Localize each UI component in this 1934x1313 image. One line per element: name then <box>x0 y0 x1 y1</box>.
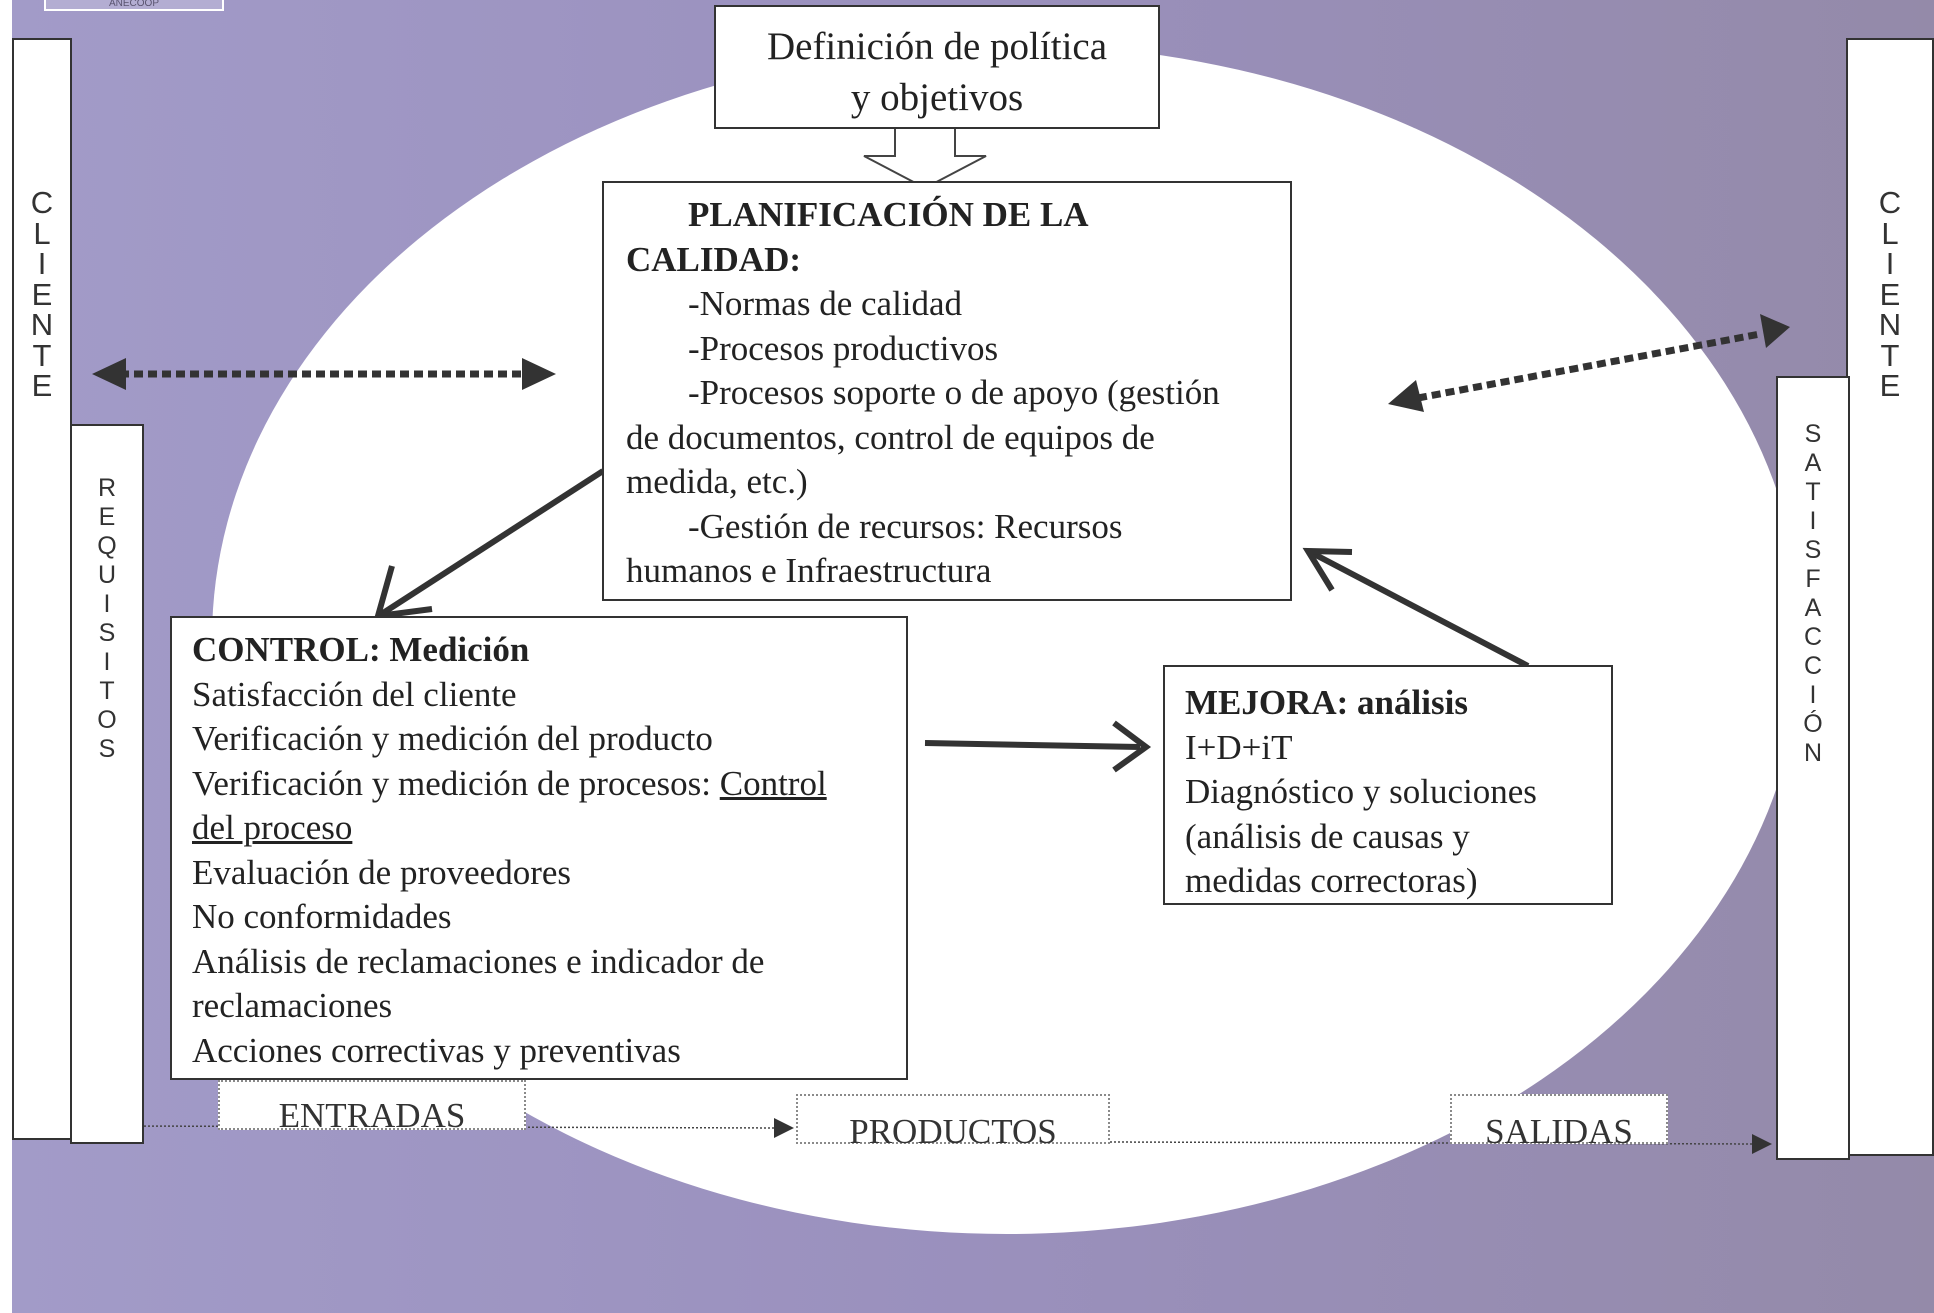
planning-item-resource-management: -Gestión de recursos: Recursos <box>688 506 1123 546</box>
client-letter: L <box>33 215 51 251</box>
requirements-letter: T <box>99 677 115 705</box>
requirements-letter: E <box>98 503 116 531</box>
requirements-arrowhead-left <box>92 358 126 390</box>
requirements-letter: S <box>98 735 116 763</box>
client-letter: I <box>37 246 47 281</box>
outputs-label: SALIDAS <box>1450 1094 1668 1151</box>
requirements-letter: I <box>103 590 111 618</box>
policy-line-2: y objetivos <box>850 76 1024 119</box>
control-item-process-verification: Verificación y medición de procesos: Con… <box>192 763 827 803</box>
control-to-improvement-arrow <box>924 740 1141 750</box>
satisfaction-letter: A <box>1804 594 1822 622</box>
control-item-customer-satisfaction: Satisfacción del cliente <box>192 674 517 714</box>
company-logo: ANECOOP <box>44 0 224 11</box>
client-letter: N <box>30 307 54 342</box>
satisfaction-letter: A <box>1804 449 1822 477</box>
requirements-arrowhead-right <box>522 358 556 390</box>
client-letter: C <box>30 185 54 220</box>
requirements-letter: Q <box>97 532 117 560</box>
requirements-letter: U <box>97 561 117 589</box>
requirements-letter: I <box>103 648 111 676</box>
improvement-title: MEJORA: análisis <box>1185 683 1468 722</box>
policy-line-1: Definición de política <box>766 25 1108 68</box>
satisfaction-letter: S <box>1804 536 1822 564</box>
quality-planning-box: PLANIFICACIÓN DE LA CALIDAD: -Normas de … <box>602 181 1292 601</box>
planning-item-support-processes: -Procesos soporte o de apoyo (gestión <box>688 373 1220 412</box>
satisfaction-letter: C <box>1803 623 1823 651</box>
control-item-corrective-actions: Acciones correctivas y preventivas <box>192 1030 681 1070</box>
satisfaction-arrowhead-right <box>1760 314 1790 348</box>
control-to-improvement-arrowhead <box>1112 720 1152 773</box>
improvement-analysis-box: MEJORA: análisis I+D+iT Diagnóstico y so… <box>1163 665 1613 905</box>
planning-item-support-processes-cont-2: medida, etc.) <box>626 462 808 501</box>
flow-arrowhead-outputs <box>1752 1134 1772 1154</box>
satisfaction-letter: Ó <box>1803 710 1823 738</box>
planning-item-resource-management-cont: humanos e Infraestructura <box>626 551 992 590</box>
satisfaction-arrowhead-left <box>1388 380 1424 412</box>
planning-title-line-2: CALIDAD: <box>626 239 801 279</box>
improvement-to-planning-arrow <box>1310 550 1530 669</box>
satisfaction-letter: C <box>1803 652 1823 680</box>
improvement-item-diagnosis: Diagnóstico y soluciones <box>1185 772 1537 811</box>
satisfaction-letter: I <box>1809 507 1817 535</box>
client-letter: E <box>1879 276 1901 312</box>
improvement-item-rdi: I+D+iT <box>1185 727 1293 767</box>
client-letter: T <box>32 337 52 373</box>
client-letter: T <box>1880 337 1900 373</box>
requirements-letter: S <box>98 619 116 647</box>
client-letter: L <box>1881 215 1899 251</box>
requirements-letter: R <box>97 474 117 502</box>
satisfaction-letter: T <box>1805 478 1821 506</box>
satisfaction-letter: I <box>1809 681 1817 709</box>
control-item-claims-analysis-cont: reclamaciones <box>192 986 393 1025</box>
satisfaction-letter: S <box>1804 420 1822 448</box>
planning-title-line-1: PLANIFICACIÓN DE LA <box>688 195 1089 234</box>
control-item-supplier-evaluation: Evaluación de proveedores <box>192 852 572 892</box>
planning-item-quality-standards: -Normas de calidad <box>688 284 963 323</box>
satisfaction-letter: F <box>1805 565 1821 593</box>
client-letter: N <box>1878 307 1902 342</box>
planning-to-control-arrow <box>378 468 605 618</box>
improvement-item-cause-analysis-cont: medidas correctoras) <box>1185 861 1478 900</box>
satisfaction-dotted-arrow <box>1417 330 1761 402</box>
flow-arrowhead-products <box>774 1118 794 1138</box>
client-letter: E <box>1879 368 1901 403</box>
improvement-item-cause-analysis: (análisis de causas y <box>1185 816 1470 856</box>
improvement-to-planning-arrowhead <box>1302 547 1353 592</box>
client-letter: E <box>31 276 53 312</box>
control-item-product-verification: Verificación y medición del producto <box>192 719 713 758</box>
client-letter: C <box>1878 185 1902 220</box>
control-item-claims-analysis: Análisis de reclamaciones e indicador de <box>192 941 765 981</box>
satisfaction-letter: N <box>1803 739 1823 767</box>
control-title: CONTROL: Medición <box>192 630 530 669</box>
control-item-nonconformities: No conformidades <box>192 897 452 936</box>
policy-objectives-box: Definición de política y objetivos <box>714 5 1160 129</box>
control-item-process-verification-cont: del proceso <box>192 808 353 847</box>
products-label: PRODUCTOS <box>796 1094 1110 1151</box>
inputs-label: ENTRADAS <box>218 1080 526 1135</box>
control-measurement-box: CONTROL: Medición Satisfacción del clien… <box>170 616 908 1080</box>
client-letter: E <box>31 368 53 403</box>
client-letter: I <box>1885 246 1895 281</box>
planning-item-support-processes-cont-1: de documentos, control de equipos de <box>626 417 1155 457</box>
planning-item-production-processes: -Procesos productivos <box>688 328 999 368</box>
requirements-letter: O <box>97 706 117 734</box>
